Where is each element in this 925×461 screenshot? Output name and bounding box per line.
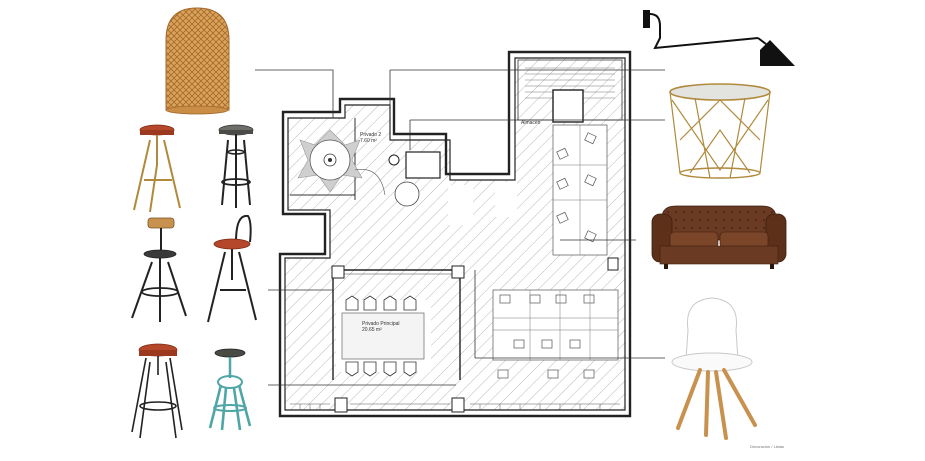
meeting-table <box>341 312 425 360</box>
backrest-stool-wood <box>131 217 187 322</box>
storage-room-label: Almacén <box>521 120 540 126</box>
desk-block-b <box>492 289 619 361</box>
column <box>451 397 465 413</box>
exterior-wall <box>278 50 632 418</box>
desk-chairs-b <box>497 294 595 379</box>
backrest-stool-leather <box>207 214 257 323</box>
storage-room-name: Almacén <box>521 120 541 126</box>
image-credit: Decoración / Listas <box>750 444 785 449</box>
leather-stool-brass <box>133 124 181 213</box>
rattan-pendant-lamp <box>165 7 230 115</box>
interior-wall-private <box>288 118 356 211</box>
callout-lines <box>255 69 665 386</box>
private-room-label: Privado 2 7.60 m² <box>360 132 381 144</box>
main-room-name: Privado Principal <box>362 321 400 327</box>
private-room-name: Privado 2 <box>360 132 382 138</box>
marble-wire-side-table <box>669 83 771 179</box>
industrial-stool-grey <box>218 124 254 208</box>
chesterfield-leather-sofa <box>651 205 787 269</box>
teal-stool <box>208 348 252 431</box>
wire-stool-leather <box>131 343 183 439</box>
column <box>331 265 345 279</box>
private-room-area: 7.60 m² <box>360 138 377 144</box>
main-room-area: 20.65 m² <box>362 327 382 333</box>
column <box>607 257 619 271</box>
desk-chairs-a <box>556 132 597 243</box>
white-shell-chair <box>671 297 757 440</box>
column <box>334 397 348 413</box>
column <box>451 265 465 279</box>
floor-plan <box>278 50 632 418</box>
meeting-chairs <box>345 295 417 377</box>
industrial-wall-lamp <box>643 10 795 66</box>
main-room-label: Privado Principal 20.65 m² <box>362 321 400 333</box>
lounge-round-table <box>394 181 420 207</box>
